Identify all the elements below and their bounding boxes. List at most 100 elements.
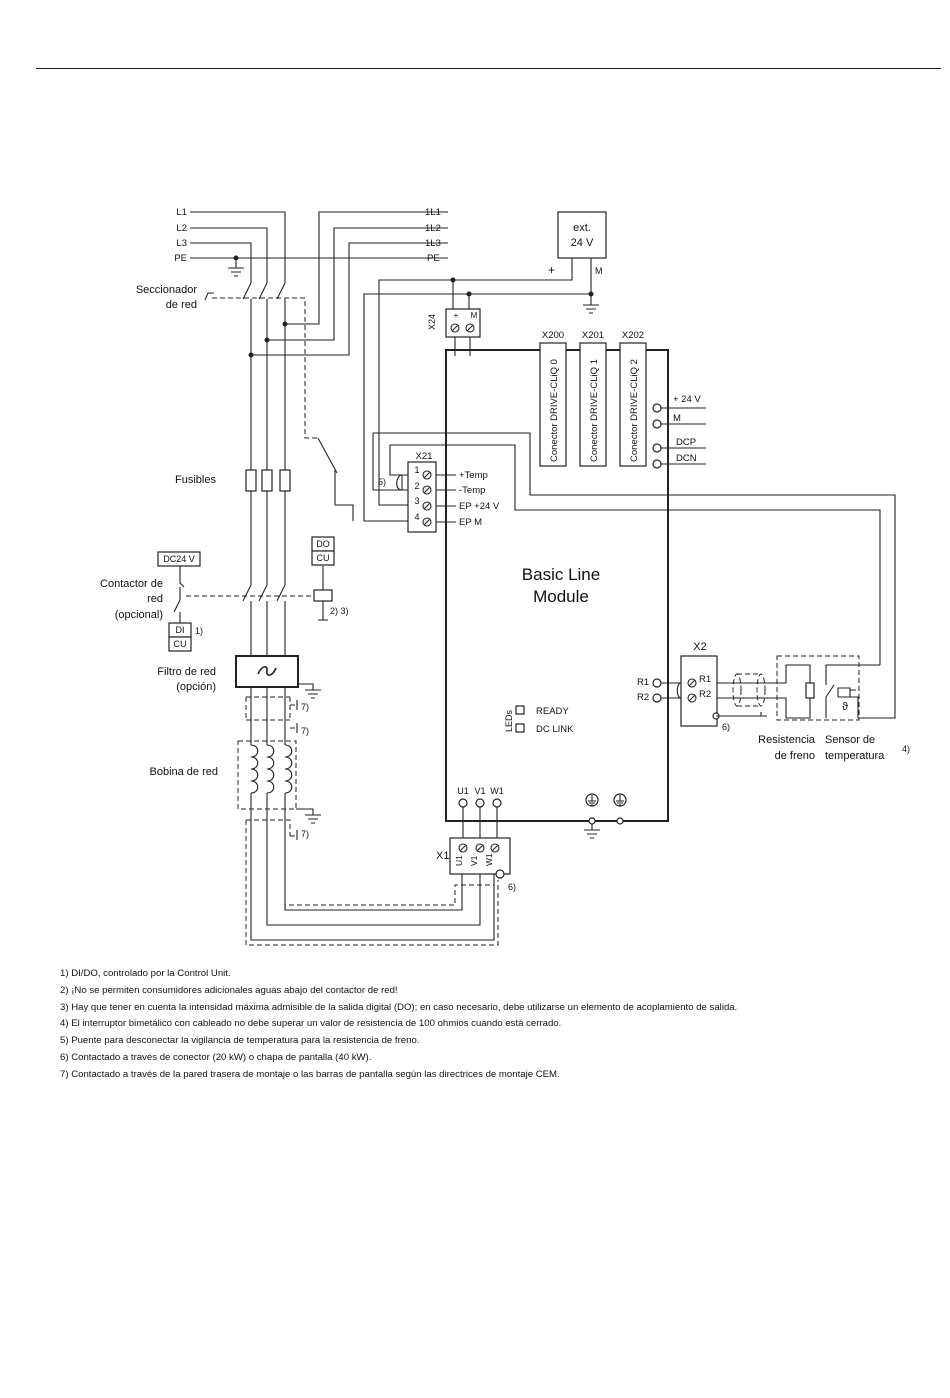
label-filtro-1: Filtro de red — [157, 666, 216, 678]
line-l2: L2 — [176, 223, 187, 234]
theta-icon: ϑ — [842, 701, 848, 713]
do-cu-box — [311, 550, 335, 566]
x1-top-u1: U1 — [457, 786, 469, 796]
cliq-x201-name: X201 — [582, 330, 604, 341]
note-5: 5) Puente para desconectar la vigilancia… — [60, 1035, 420, 1047]
x21-label-4: EP M — [459, 517, 482, 528]
cliq-x201 — [579, 342, 607, 467]
x24-screws — [450, 323, 475, 356]
x2-r1-left: R1 — [637, 677, 649, 688]
x21-label-3: EP +24 V — [459, 501, 500, 512]
x1-pin-u1: U1 — [454, 855, 464, 866]
line-filter — [235, 655, 321, 745]
footnotes: 1) DI/DO, controlado por la Control Unit… — [60, 966, 910, 1084]
note-4: 4) El interruptor bimetálico con cablead… — [60, 1018, 562, 1030]
ref-1: 1) — [195, 626, 203, 636]
label-contactor-2: red — [147, 593, 163, 605]
label-leds: LEDs — [504, 709, 514, 732]
note-1: 1) DI/DO, controlado por la Control Unit… — [60, 968, 231, 979]
cliq-x202-label: Conector DRIVE-CLiQ 2 — [629, 359, 640, 462]
shielded-cable — [716, 673, 767, 717]
x21-label-1: +Temp — [459, 470, 488, 481]
x2-r2-right: R2 — [699, 689, 711, 700]
ref-6a: 6) — [722, 722, 730, 732]
note-3: 3) Hay que tener en cuenta la intensidad… — [60, 1001, 738, 1013]
line-contactor — [173, 566, 333, 656]
label-di: DI — [176, 625, 185, 635]
x2-r1-right: R1 — [699, 674, 711, 685]
x21-label-2: -Temp — [459, 485, 485, 496]
label-filtro-2: (opción) — [176, 681, 216, 693]
x24-terminal — [445, 308, 481, 338]
x1-top-w1: W1 — [490, 786, 504, 796]
ext-24v-line1: ext. — [573, 222, 591, 234]
x2-terminal — [680, 655, 718, 727]
x1-screws — [458, 843, 505, 879]
ext-24v-plus: + — [548, 263, 555, 277]
line-reactor — [237, 740, 499, 946]
label-ready: READY — [536, 706, 569, 717]
di-cu-box — [168, 636, 192, 652]
label-dclink: DC LINK — [536, 724, 574, 735]
fuses — [245, 469, 291, 492]
x21-pin-4: 4 — [414, 512, 419, 522]
ext-24v-m: M — [595, 266, 603, 276]
label-contactor-3: (opcional) — [115, 609, 163, 621]
brake-resistor — [780, 664, 815, 719]
label-sensor-1: Sensor de — [825, 734, 875, 746]
x21-pin-2: 2 — [414, 481, 419, 491]
brake-resistor-housing — [776, 655, 860, 721]
label-contactor-1: Contactor de — [100, 578, 163, 590]
disconnector — [204, 282, 318, 439]
note-6: 6) Contactado a través de conector (20 k… — [60, 1051, 372, 1063]
line-1l3: 1L3 — [425, 238, 441, 249]
module-title-1: Basic Line — [522, 565, 600, 584]
dc-dcp: DCP — [676, 437, 696, 448]
ext-24v-box — [557, 211, 607, 259]
dc24v-box — [157, 551, 201, 567]
line-l3: L3 — [176, 238, 187, 249]
label-x21: X21 — [416, 451, 433, 462]
line-1l1: 1L1 — [425, 207, 441, 218]
x21-terminal — [407, 461, 437, 533]
label-fusibles: Fusibles — [175, 474, 216, 486]
module-title-2: Module — [533, 587, 589, 606]
label-do-cu: CU — [317, 553, 330, 563]
wiring-diagram: L1 L2 L3 PE 1L1 1L2 1L3 PE Seccionador d… — [100, 207, 910, 946]
ground-icon — [584, 793, 627, 839]
led-dclink — [515, 723, 525, 733]
line-pe-out: PE — [427, 253, 440, 264]
cliq-x200-label: Conector DRIVE-CLiQ 0 — [549, 359, 560, 462]
dc-m: M — [673, 413, 681, 424]
label-dc24v: DC24 V — [163, 554, 195, 564]
ext-24v-wiring — [363, 258, 599, 522]
ref-6b: 6) — [508, 882, 516, 892]
temp-wiring — [317, 432, 896, 719]
label-x24: X24 — [427, 314, 437, 330]
label-bobina: Bobina de red — [150, 766, 219, 778]
dc-terminals — [652, 403, 706, 469]
cliq-x200 — [539, 342, 567, 467]
x2-r2-left: R2 — [637, 692, 649, 703]
x24-m: M — [471, 311, 478, 320]
header-rule — [36, 68, 941, 69]
x1-pin-v1: V1 — [469, 855, 479, 866]
line-l1: L1 — [176, 207, 187, 218]
line-pe: PE — [174, 253, 187, 264]
dc-24v: + 24 V — [673, 394, 701, 405]
label-sensor-2: temperatura — [825, 750, 885, 762]
ref-2-3: 2) 3) — [330, 606, 349, 616]
ref-7a: 7) — [301, 702, 309, 712]
note-7: 7) Contactado a través de la pared trase… — [60, 1068, 560, 1080]
label-resistencia-2: de freno — [775, 750, 815, 762]
ref-4: 4) — [902, 744, 910, 754]
label-do: DO — [316, 539, 330, 549]
ref-7c: 7) — [301, 829, 309, 839]
label-seccionador-2: de red — [166, 299, 197, 311]
cliq-x202-name: X202 — [622, 330, 644, 341]
ref-5: 5) — [378, 477, 386, 487]
note-2: 2) ¡No se permiten consumidores adiciona… — [60, 984, 398, 996]
cliq-x200-name: X200 — [542, 330, 564, 341]
led-ready — [515, 705, 525, 715]
x1-pin-w1: W1 — [484, 853, 494, 866]
